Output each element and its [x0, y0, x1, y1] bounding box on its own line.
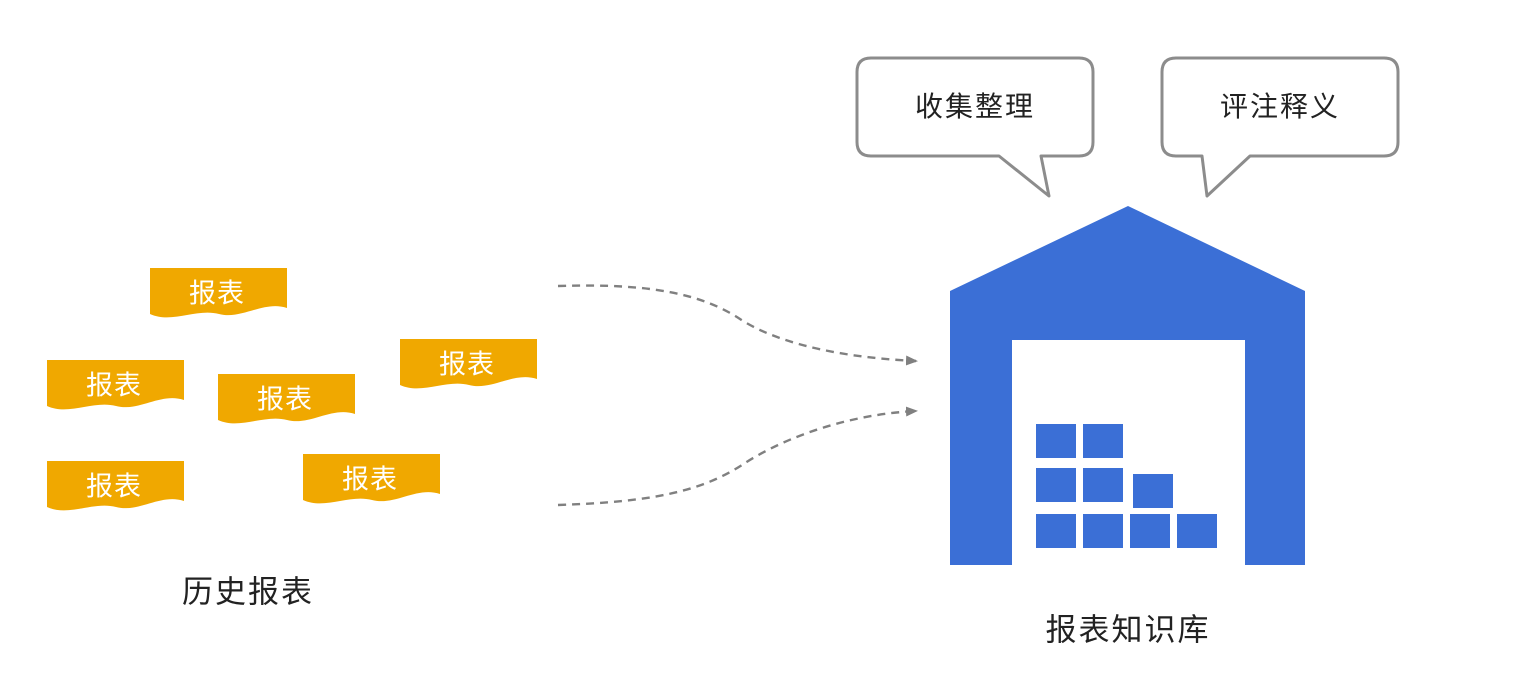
block-icon [1036, 514, 1076, 548]
speech-bubble-icon [1160, 56, 1400, 198]
block-icon [1083, 468, 1123, 502]
report-wave-doc-icon [400, 339, 537, 389]
block-icon [1036, 468, 1076, 502]
block-icon [1133, 474, 1173, 508]
warehouse-blocks [1036, 424, 1217, 548]
block-icon [1177, 514, 1217, 548]
report-label: 报表 [439, 349, 495, 380]
bubble-label-collect: 收集整理 [914, 91, 1036, 122]
report-wave-doc-icon [150, 268, 287, 318]
right-group-caption: 报表知识库 [1045, 612, 1211, 648]
report-label: 报表 [342, 464, 398, 495]
dashed-arrow-icon [557, 284, 918, 366]
block-icon [1036, 424, 1076, 458]
block-icon [1083, 424, 1123, 458]
report-label: 报表 [86, 471, 142, 502]
bubble-label-annotate: 评注释义 [1219, 91, 1341, 122]
report-wave-doc-icon [47, 461, 184, 511]
report-docs-group [47, 268, 537, 511]
report-label: 报表 [86, 370, 142, 401]
report-label: 报表 [257, 384, 313, 415]
block-icon [1130, 514, 1170, 548]
report-wave-doc-icon [218, 374, 355, 424]
warehouse-body [950, 206, 1305, 565]
block-icon [1083, 514, 1123, 548]
left-group-caption: 历史报表 [182, 574, 314, 610]
report-wave-doc-icon [47, 360, 184, 410]
speech-bubbles-group [855, 56, 1400, 198]
dashed-arrow-icon [557, 406, 918, 507]
dashed-arrows-group [557, 284, 918, 507]
speech-bubble-icon [855, 56, 1095, 198]
report-wave-doc-icon [303, 454, 440, 504]
report-label: 报表 [189, 278, 245, 309]
warehouse-icon [950, 206, 1305, 565]
